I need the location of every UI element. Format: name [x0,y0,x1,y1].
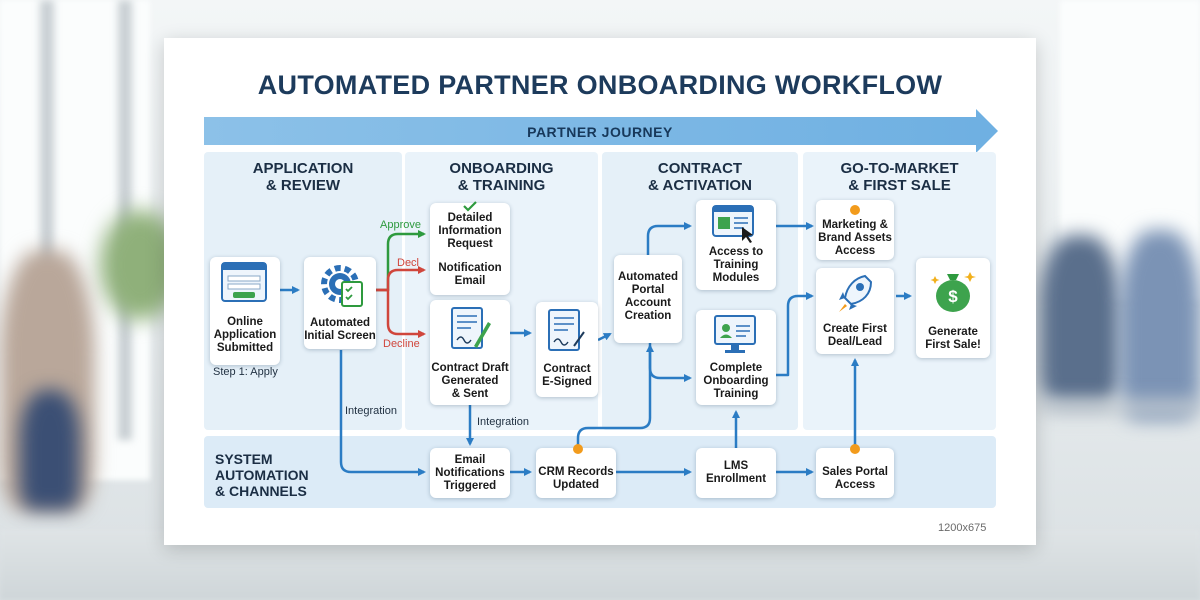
label-contract-esigned: Contract E-Signed [542,363,592,388]
gear-checklist-icon [321,265,363,307]
label-notification-email: Notification Email [438,262,502,287]
orange-dot-icon [573,444,583,454]
label-first-sale: Generate First Sale! [925,326,981,351]
desk-right [1040,400,1200,414]
phase-title-gtm: GO-TO-MARKET & FIRST SALE [840,160,959,194]
form-window-icon [221,262,267,302]
orange-dot-icon [850,205,860,215]
arrow-portal-to-access [646,222,692,255]
branch-approve: Approve [380,219,421,231]
phase-title-contract: CONTRACT & ACTIVATION [648,160,752,194]
person-right-2 [1120,230,1200,420]
arrow-screen-to-email [339,350,426,476]
label-sales-portal: Sales Portal Access [822,466,888,491]
label-lms-enrollment: LMS Enrollment [705,460,767,485]
diagram-title: AUTOMATED PARTNER ONBOARDING WORKFLOW [257,70,943,100]
node-sales-portal [816,448,894,498]
arrow-approve [376,230,426,292]
label-complete-training: Complete Onboarding Training [703,362,769,400]
journey-arrow-band [204,117,976,145]
arrow-complete-to-deal [776,292,814,377]
label-online-application: Online Application Submitted [213,316,277,354]
label-automated-screen: Automated Initial Screen [304,317,376,342]
node-email-triggered [430,448,510,498]
label-portal-creation: Automated Portal Account Creation [617,271,679,322]
e-sign-document-icon [548,309,585,351]
node-automated-screen [304,257,376,349]
integration-label: Integration [345,405,397,417]
node-lms-enrollment [696,448,776,498]
dimension-note: 1200x675 [938,522,987,534]
arrow-decline [376,288,426,338]
rocket-icon [839,274,873,312]
arrow-crm-to-portal [576,344,654,448]
label-first-deal: Create First Deal/Lead [823,323,887,348]
arrow-signed-to-portal [597,332,612,342]
arrow-decl [376,266,426,292]
arrow-portal-to-complete [648,340,692,382]
label-email-triggered: Email Notifications Triggered [435,454,505,492]
label-contract-draft: Contract Draft Generated & Sent [431,362,509,400]
label-marketing-assets: Marketing & Brand Assets Access [818,219,892,257]
checkmark-icon [463,201,477,212]
journey-arrow-head [976,109,998,153]
person-left-legs [20,390,80,510]
step-label: Step 1: Apply [213,366,278,378]
integration-label: Integration [477,416,529,428]
svg-text:$: $ [948,287,958,306]
contract-pen-icon [451,307,491,349]
branch-decline: Decline [383,338,420,350]
node-portal-creation [614,255,682,343]
label-crm-updated: CRM Records Updated [538,466,614,491]
monitor-profile-icon [714,315,756,353]
branch-decl: Decl [397,257,420,269]
node-crm-updated [536,448,616,498]
system-title: SYSTEM AUTOMATION & CHANNELS [215,451,309,499]
phase-title-application: APPLICATION & REVIEW [252,160,354,194]
browser-cursor-icon [712,205,754,243]
label-detailed-info: Detailed Information Request [438,212,502,250]
orange-dot-icon [850,444,860,454]
phase-title-onboarding: ONBOARDING & TRAINING [449,160,554,194]
money-bag-icon: $ [930,272,976,312]
journey-label: PARTNER JOURNEY [527,124,673,140]
label-access-training: Access to Training Modules [708,246,764,284]
person-right-1 [1040,235,1120,405]
node-detailed-info-request [430,203,510,295]
